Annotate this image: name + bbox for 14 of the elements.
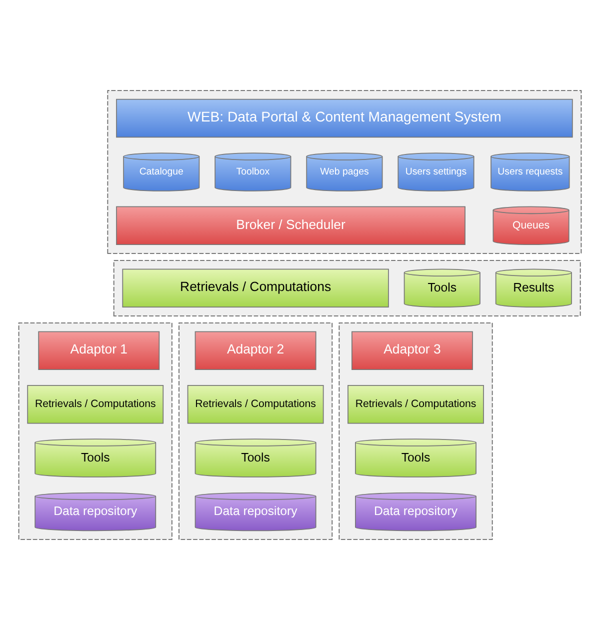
node-box: WEB: Data Portal & Content Management System <box>116 98 573 138</box>
cluster <box>107 90 582 254</box>
node-box: Retrievals / Computations <box>187 384 324 424</box>
node-box: Retrievals / Computations <box>122 268 389 308</box>
node-box: Adaptor 3 <box>352 331 473 370</box>
cluster <box>113 260 581 316</box>
cluster <box>18 322 172 540</box>
node-box: Adaptor 1 <box>38 331 160 370</box>
cluster <box>338 322 493 540</box>
node-box: Adaptor 2 <box>194 331 316 370</box>
node-box: Retrievals / Computations <box>27 384 164 424</box>
cluster <box>178 322 333 540</box>
node-box: Retrievals / Computations <box>348 384 484 424</box>
node-box: Broker / Scheduler <box>116 206 466 246</box>
